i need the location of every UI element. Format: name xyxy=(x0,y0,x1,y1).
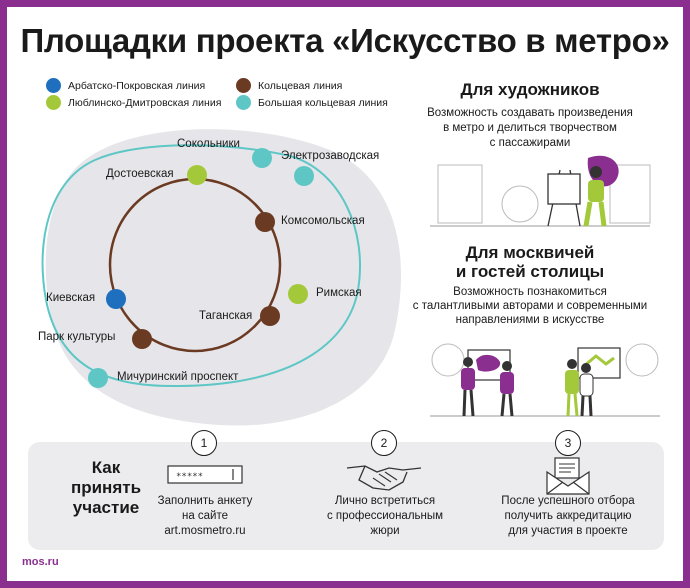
station-label-rimskaya: Римская xyxy=(316,287,362,299)
station-label-park-kultury: Парк культуры xyxy=(38,331,116,343)
station-label-taganskaya: Таганская xyxy=(199,310,253,322)
step-number-3: 3 xyxy=(555,430,581,456)
station-marker-kievskaya xyxy=(106,289,126,309)
page-title: Площадки проекта «Искусство в метро» xyxy=(20,22,670,59)
step-2-line2: с профессиональным xyxy=(326,510,444,522)
legend-dot-brown xyxy=(236,78,251,93)
guests-desc-line3: направлениями в искусстве xyxy=(455,314,605,326)
station-label-komsomolskaya: Комсомольская xyxy=(281,215,365,227)
step-number-1: 1 xyxy=(191,430,217,456)
station-label-kievskaya: Киевская xyxy=(46,292,96,304)
svg-text:*****: ***** xyxy=(176,472,203,482)
artists-desc-line2: в метро и делиться творчеством xyxy=(443,122,617,134)
legend-item-bolshaya: Большая кольцевая линия xyxy=(236,95,388,110)
station-marker-michurinsky xyxy=(88,368,108,388)
artists-title: Для художников xyxy=(460,80,600,99)
guests-desc-line2: с талантливыми авторами и современными xyxy=(412,300,648,312)
legend-item-koltsevaya: Кольцевая линия xyxy=(236,78,342,93)
station-marker-park-kultury xyxy=(132,329,152,349)
step-2-line3: жюри xyxy=(370,525,400,537)
how-to-participate-title: Как принять участие xyxy=(56,458,156,518)
legend-dot-blue xyxy=(46,78,61,93)
footer-source[interactable]: mos.ru xyxy=(22,556,59,568)
guests-title-line2: и гостей столицы xyxy=(455,262,605,281)
legend-item-arbatsko: Арбатско-Покровская линия xyxy=(46,78,205,93)
guests-desc-line1: Возможность познакомиться xyxy=(453,286,607,298)
step-2-line1: Лично встретиться xyxy=(334,495,436,507)
station-label-michurinsky: Мичуринский проспект xyxy=(117,371,239,383)
artists-desc-line1: Возможность создавать произведения xyxy=(427,107,633,119)
station-marker-dostoevskaya xyxy=(187,165,207,185)
how-line3: участие xyxy=(72,498,140,517)
artist-illustration xyxy=(430,155,651,227)
station-marker-taganskaya xyxy=(260,306,280,326)
station-label-elektrozavodskaya: Электрозаводская xyxy=(281,150,380,162)
form-field-icon: ***** xyxy=(167,465,243,484)
station-marker-komsomolskaya xyxy=(255,212,275,232)
station-label-sokolniki: Сокольники xyxy=(177,138,240,150)
step-3-line2: получить аккредитацию xyxy=(504,510,632,522)
legend-label: Люблинско-Дмитровская линия xyxy=(68,96,222,109)
legend-label: Арбатско-Покровская линия xyxy=(68,79,206,92)
station-marker-rimskaya xyxy=(288,284,308,304)
handshake-icon xyxy=(346,465,422,491)
legend-item-lyublinsko: Люблинско-Дмитровская линия xyxy=(46,95,221,110)
station-label-dostoevskaya: Достоевская xyxy=(106,168,174,180)
station-marker-elektrozavodskaya xyxy=(294,166,314,186)
legend-label: Кольцевая линия xyxy=(258,79,343,92)
how-line1: Как xyxy=(91,458,121,477)
step-3-line1: После успешного отбора xyxy=(501,495,635,507)
station-marker-sokolniki xyxy=(252,148,272,168)
artists-desc-line3: с пассажирами xyxy=(489,137,571,149)
envelope-icon xyxy=(546,457,590,495)
legend-label: Большая кольцевая линия xyxy=(258,96,388,109)
guests-title-line1: Для москвичей xyxy=(465,243,595,262)
step-3-line3: для участия в проекте xyxy=(508,525,628,537)
step-1-line3: art.mosmetro.ru xyxy=(164,525,246,537)
legend-dot-green xyxy=(46,95,61,110)
step-1-line2: на сайте xyxy=(181,510,229,522)
guests-illustration xyxy=(430,343,660,417)
step-1-line1: Заполнить анкету xyxy=(157,495,253,507)
legend-dot-teal xyxy=(236,95,251,110)
how-line2: принять xyxy=(70,478,142,497)
step-number-2: 2 xyxy=(371,430,397,456)
